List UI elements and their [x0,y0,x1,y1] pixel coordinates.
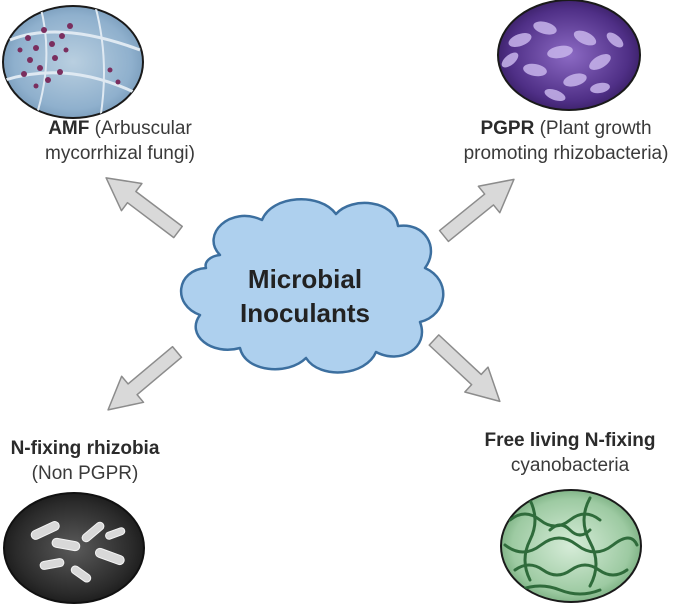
amf-micrograph [2,5,144,119]
arrow-to-pgpr [438,178,515,243]
amf-label-rest: (Arbuscular [89,118,192,139]
pgpr-label: PGPR (Plant growth promoting rhizobacter… [436,116,685,166]
amf-label: AMF (Arbuscular mycorrhizal fungi) [5,116,235,166]
pgpr-micrograph [497,0,641,111]
rhizobia-label: N-fixing rhizobia (Non PGPR) [0,436,170,486]
center-label-line2: Inoculants [239,298,370,328]
arrow-to-amf [105,177,183,239]
pgpr-label-rest: (Plant growth [534,118,652,139]
rhizobia-micrograph [3,492,145,604]
cyanobacteria-micrograph [500,489,642,603]
cyanobacteria-label-bold: Free living N-fixing [484,430,656,451]
arrow-to-rhizobia [107,345,183,411]
arrow-to-cyanobacteria [428,334,501,403]
amf-label-line2: mycorrhizal fungi) [45,143,195,164]
amf-label-bold: AMF [48,118,90,139]
center-label: Microbial Inoculants [210,262,400,330]
rhizobia-label-line2: (Non PGPR) [31,463,139,484]
pgpr-label-bold: PGPR [480,118,535,139]
center-cloud [180,197,445,374]
rhizobia-label-bold: N-fixing rhizobia [10,438,160,459]
center-label-line1: Microbial [247,264,363,294]
pgpr-label-line2: promoting rhizobacteria) [463,143,669,164]
cyanobacteria-label-line2: cyanobacteria [510,455,630,476]
cyanobacteria-label: Free living N-fixing cyanobacteria [455,428,685,478]
